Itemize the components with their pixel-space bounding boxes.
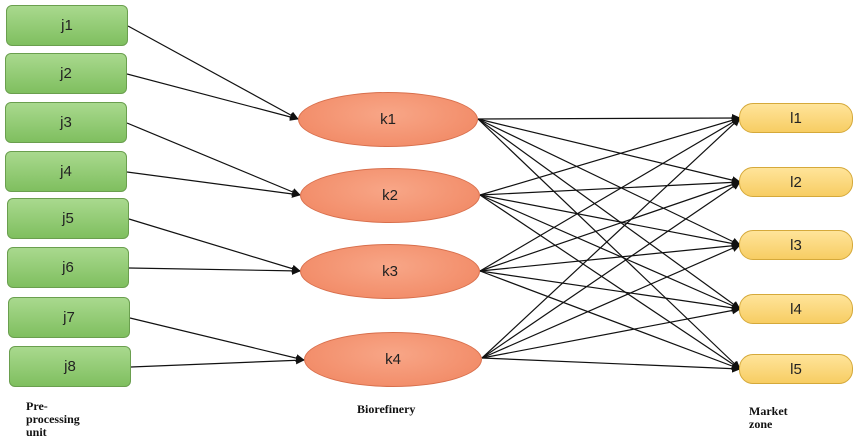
arrow-j1-k1 bbox=[127, 25, 299, 120]
arrow-k3-l5 bbox=[479, 270, 741, 370]
arrow-j8-k4 bbox=[130, 356, 305, 368]
arrow-k2-l2 bbox=[479, 178, 741, 196]
node-label: j3 bbox=[60, 114, 72, 131]
node-label: j8 bbox=[64, 358, 76, 375]
preprocessing-unit-j1: j1 bbox=[6, 5, 128, 46]
arrow-k4-l1 bbox=[481, 117, 741, 359]
arrow-k1-l5 bbox=[477, 118, 741, 370]
market-zone-l3: l3 bbox=[739, 230, 853, 260]
arrow-k3-l4 bbox=[479, 270, 741, 312]
preprocessing-unit-j4: j4 bbox=[5, 151, 127, 192]
caption-market-zone: Market zone bbox=[749, 404, 788, 431]
preprocessing-unit-j3: j3 bbox=[5, 102, 127, 143]
arrow-k4-l2 bbox=[481, 181, 741, 359]
arrow-k4-l3 bbox=[481, 244, 741, 359]
arrow-k1-l3 bbox=[477, 118, 741, 246]
biorefinery-k1: k1 bbox=[298, 92, 478, 147]
node-label: j5 bbox=[62, 210, 74, 227]
market-zone-l2: l2 bbox=[739, 167, 853, 197]
arrow-j6-k3 bbox=[128, 266, 301, 275]
market-zone-l4: l4 bbox=[739, 294, 853, 324]
arrow-j4-k2 bbox=[126, 171, 301, 198]
arrow-j5-k3 bbox=[128, 218, 301, 273]
preprocessing-unit-j7: j7 bbox=[8, 297, 130, 338]
node-label: l2 bbox=[790, 173, 802, 191]
market-zone-l5: l5 bbox=[739, 354, 853, 384]
node-label: j1 bbox=[61, 17, 73, 34]
arrow-k2-l4 bbox=[479, 194, 741, 310]
node-label: l4 bbox=[790, 300, 802, 318]
arrow-k3-l1 bbox=[479, 117, 741, 272]
preprocessing-unit-j5: j5 bbox=[7, 198, 129, 239]
biorefinery-k3: k3 bbox=[300, 244, 480, 299]
arrow-k1-l1 bbox=[477, 114, 741, 123]
node-label: l3 bbox=[790, 236, 802, 254]
node-label: j6 bbox=[62, 259, 74, 276]
arrow-k2-l3 bbox=[479, 194, 741, 248]
arrow-k2-l5 bbox=[479, 194, 741, 370]
arrow-k3-l3 bbox=[479, 241, 741, 272]
node-label: l5 bbox=[790, 360, 802, 378]
preprocessing-unit-j6: j6 bbox=[7, 247, 129, 288]
node-label: k4 bbox=[385, 351, 401, 368]
node-label: j2 bbox=[60, 65, 72, 82]
preprocessing-unit-j8: j8 bbox=[9, 346, 131, 387]
biorefinery-k2: k2 bbox=[300, 168, 480, 223]
node-label: k1 bbox=[380, 111, 396, 128]
biorefinery-k4: k4 bbox=[304, 332, 482, 387]
arrow-k3-l2 bbox=[479, 180, 741, 272]
caption-preprocessing-unit: Pre- processing unit bbox=[26, 399, 80, 439]
node-label: l1 bbox=[790, 109, 802, 127]
caption-biorefinery: Biorefinery bbox=[357, 402, 416, 416]
market-zone-l1: l1 bbox=[739, 103, 853, 133]
arrow-k1-l4 bbox=[477, 118, 741, 310]
node-label: k3 bbox=[382, 263, 398, 280]
preprocessing-unit-j2: j2 bbox=[5, 53, 127, 94]
node-label: j7 bbox=[63, 309, 75, 326]
arrow-k2-l1 bbox=[479, 116, 741, 196]
node-label: j4 bbox=[60, 163, 72, 180]
arrow-k4-l5 bbox=[481, 357, 741, 373]
arrow-j7-k4 bbox=[129, 317, 305, 363]
arrow-j2-k1 bbox=[126, 73, 299, 121]
arrow-j3-k2 bbox=[126, 122, 301, 196]
node-label: k2 bbox=[382, 187, 398, 204]
arrow-k1-l2 bbox=[477, 118, 741, 185]
arrow-k4-l4 bbox=[481, 306, 741, 359]
